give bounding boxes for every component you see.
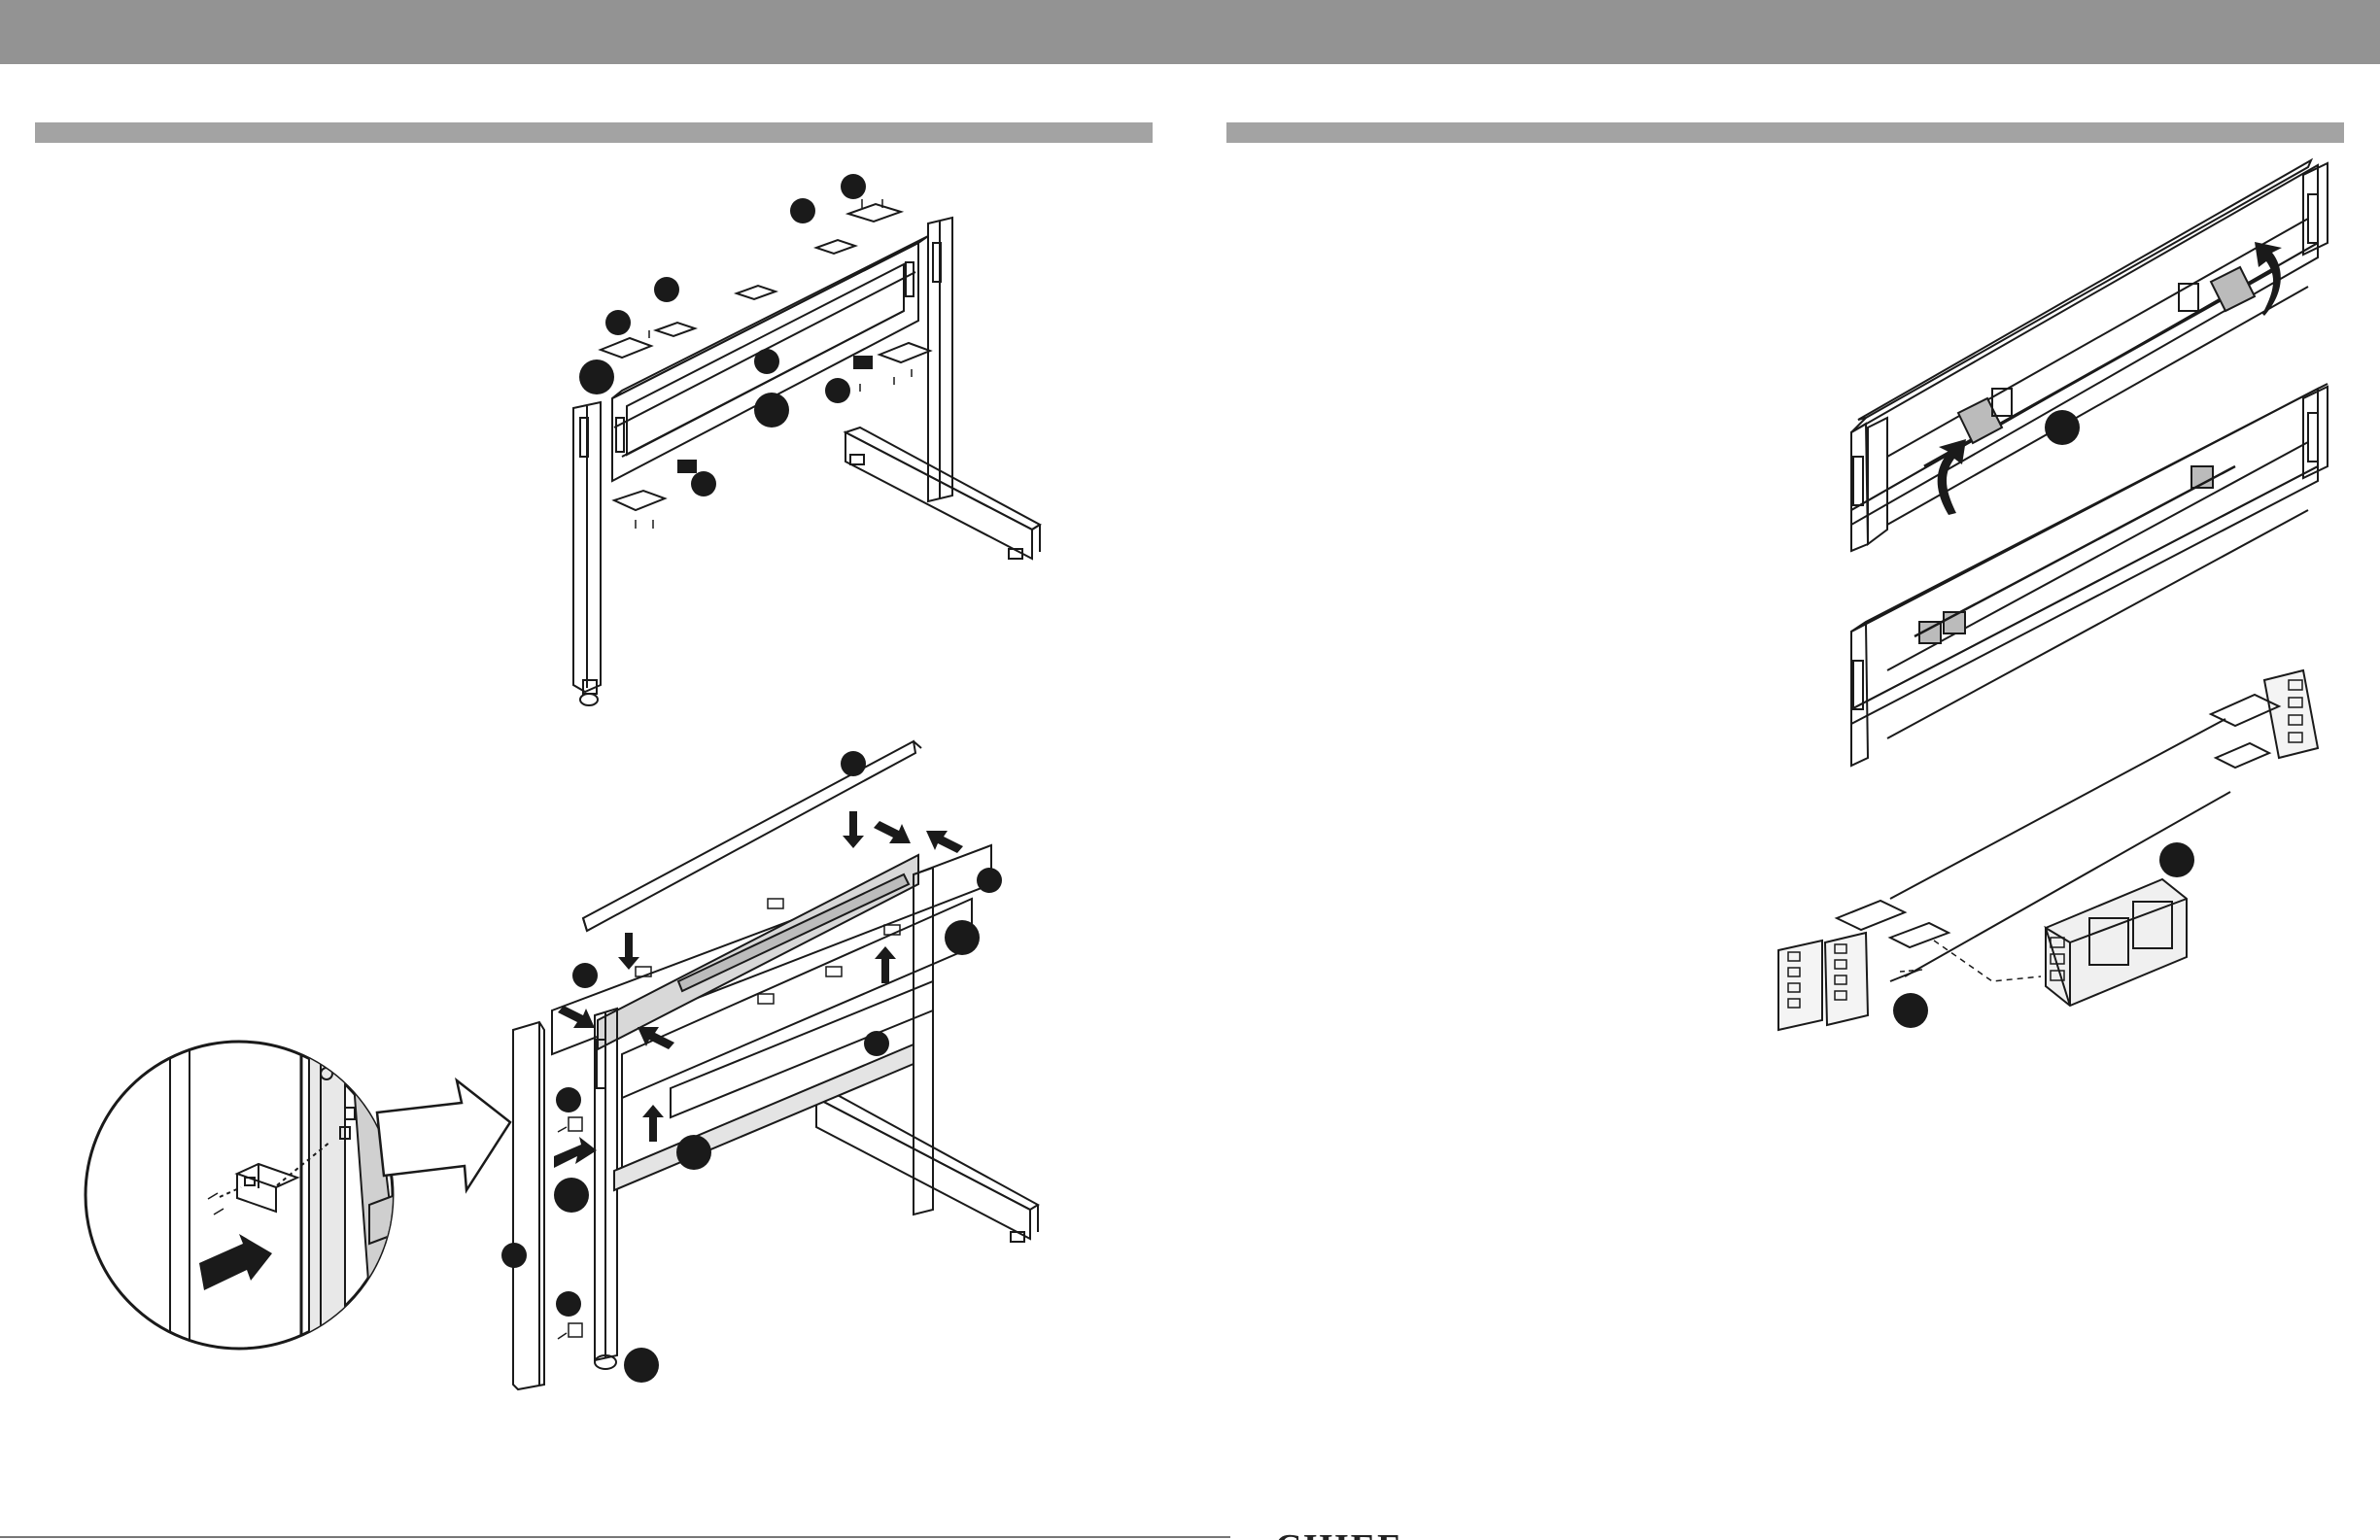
brand-logo: CHIEF [1275, 1529, 1440, 1540]
footer-rule [0, 1536, 1230, 1538]
power-channel-installed [1851, 384, 2328, 766]
detail-magnifier [86, 1030, 510, 1360]
frame-assembly-top [573, 174, 1040, 705]
frame-assembly-covers [501, 741, 1038, 1389]
power-module-exploded [1778, 670, 2318, 1030]
power-channel-rotation [1851, 160, 2328, 551]
